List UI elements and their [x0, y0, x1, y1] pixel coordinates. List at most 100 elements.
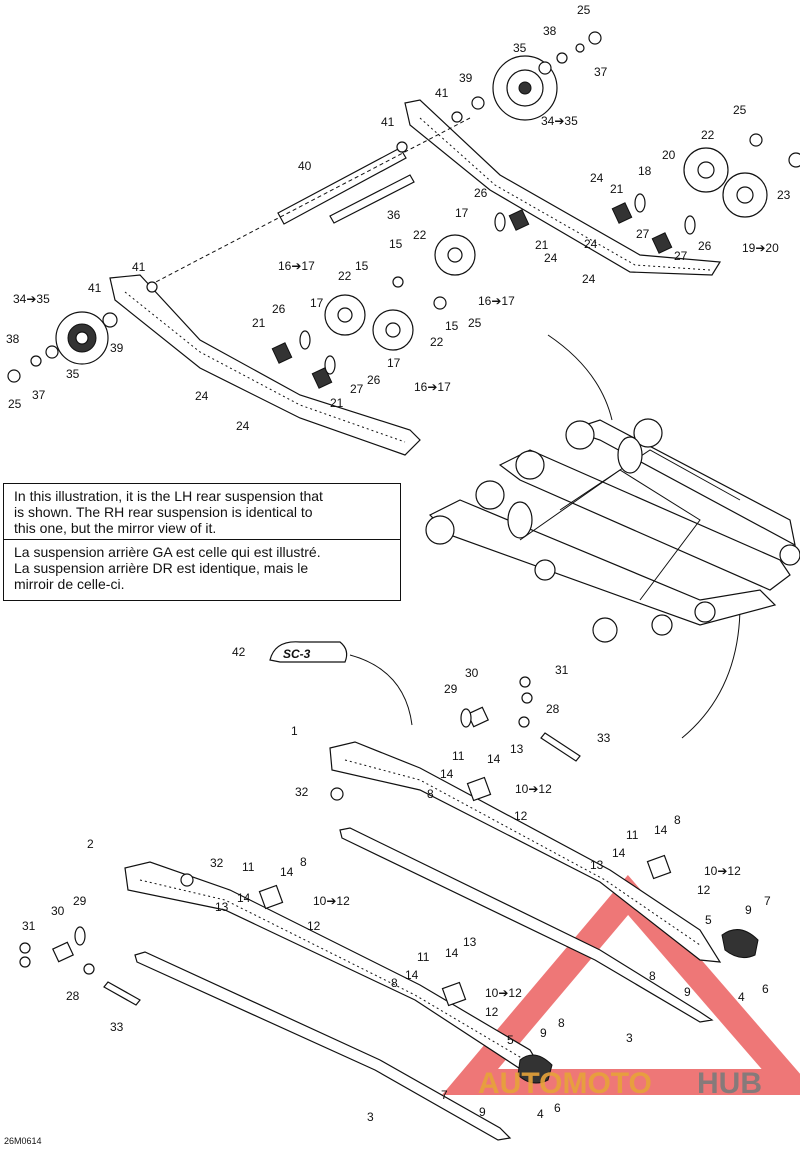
callout: 22 [413, 228, 427, 242]
callout: 28 [66, 989, 80, 1003]
callout: 14 [445, 946, 459, 960]
callout: 23 [777, 188, 791, 202]
callout: 10➔12 [313, 894, 350, 908]
callout: 41 [88, 281, 102, 295]
callout: 12 [514, 809, 528, 823]
callout: 9 [745, 903, 752, 917]
callout: 12 [697, 883, 711, 897]
callout: 21 [535, 238, 549, 252]
callout: 36 [387, 208, 401, 222]
callout: 41 [132, 260, 146, 274]
callout: 8 [558, 1016, 565, 1030]
callout: 41 [381, 115, 395, 129]
callout: 13 [463, 935, 477, 949]
callout: 35 [66, 367, 80, 381]
callout: 8 [300, 855, 307, 869]
callout: 27 [350, 382, 364, 396]
callout: 11 [242, 860, 255, 874]
callout: 27 [674, 249, 688, 263]
callout: 8 [674, 813, 681, 827]
upper-rail-assembly [7, 31, 800, 739]
callout: 7 [764, 894, 771, 908]
callout: 39 [110, 341, 124, 355]
callout: 13 [510, 742, 524, 756]
cross-shaft-40 [277, 147, 407, 225]
watermark-logo: AUTOMOTO HUB [478, 1067, 762, 1100]
callout: 14 [487, 752, 501, 766]
callout: 9 [684, 985, 691, 999]
callout: 26 [272, 302, 286, 316]
callout: 24 [584, 237, 598, 251]
watermark-triangle [441, 875, 800, 1095]
callout: 21 [610, 182, 624, 196]
callout: 17 [310, 296, 324, 310]
callout: 15 [445, 319, 459, 333]
callout: 4 [537, 1107, 544, 1121]
callout: 1 [291, 724, 298, 738]
callout: 28 [546, 702, 560, 716]
callout: 41 [435, 86, 449, 100]
callout: 32 [210, 856, 224, 870]
callout: 33 [110, 1020, 124, 1034]
callout: 5 [705, 913, 712, 927]
callout: 26 [474, 186, 488, 200]
callout: 3 [367, 1110, 374, 1124]
callout: 25 [733, 103, 747, 117]
callout: 24 [590, 171, 604, 185]
callout: 24 [195, 389, 209, 403]
callout: 30 [465, 666, 479, 680]
callout: 31 [555, 663, 569, 677]
callout: 14 [612, 846, 626, 860]
watermark-brand: AUTOMOTO [478, 1067, 652, 1100]
callout: 31 [22, 919, 36, 933]
callout: 13 [215, 900, 229, 914]
note-english: In this illustration, it is the LH rear … [4, 484, 400, 540]
callout: 14 [237, 891, 251, 905]
callout: 16➔17 [478, 294, 515, 308]
callout: 24 [582, 272, 596, 286]
callout: 15 [355, 259, 369, 273]
callout: 6 [554, 1101, 561, 1115]
callout: 22 [338, 269, 352, 283]
callout: 33 [597, 731, 611, 745]
callout: 17 [387, 356, 401, 370]
callout: 20 [662, 148, 676, 162]
decal-text: SC-3 [283, 647, 311, 661]
lower-rail-assembly [19, 676, 759, 1141]
complete-suspension-view [425, 418, 800, 643]
callout: 34➔35 [13, 292, 50, 306]
callout: 9 [479, 1105, 486, 1119]
callout: 16➔17 [278, 259, 315, 273]
note-french: La suspension arrière GA est celle qui e… [14, 544, 321, 592]
illustration-note: In this illustration, it is the LH rear … [3, 483, 401, 601]
callout: 37 [32, 388, 46, 402]
callout: 42 [232, 645, 246, 659]
callout: 30 [51, 904, 65, 918]
callout: 25 [577, 3, 591, 17]
cross-shaft-36 [329, 174, 415, 224]
document-code: 26M0614 [4, 1136, 42, 1146]
callout: 4 [738, 990, 745, 1004]
callout: 25 [468, 316, 482, 330]
callout: 14 [280, 865, 294, 879]
callout: 8 [649, 969, 656, 983]
callout: 11 [417, 950, 430, 964]
callout: 24 [544, 251, 558, 265]
callout: 6 [762, 982, 769, 996]
callout: 19➔20 [742, 241, 779, 255]
callout: 26 [367, 373, 381, 387]
callout: 22 [701, 128, 715, 142]
callout: 8 [391, 976, 398, 990]
callout: 22 [430, 335, 444, 349]
callout: 38 [6, 332, 20, 346]
callout: 29 [73, 894, 87, 908]
callout: 7 [441, 1088, 448, 1102]
callout: 25 [8, 397, 22, 411]
callout: 21 [330, 396, 344, 410]
callout: 14 [654, 823, 668, 837]
callout: 37 [594, 65, 608, 79]
callout: 10➔12 [515, 782, 552, 796]
callout: 16➔17 [414, 380, 451, 394]
callout: 15 [389, 237, 403, 251]
